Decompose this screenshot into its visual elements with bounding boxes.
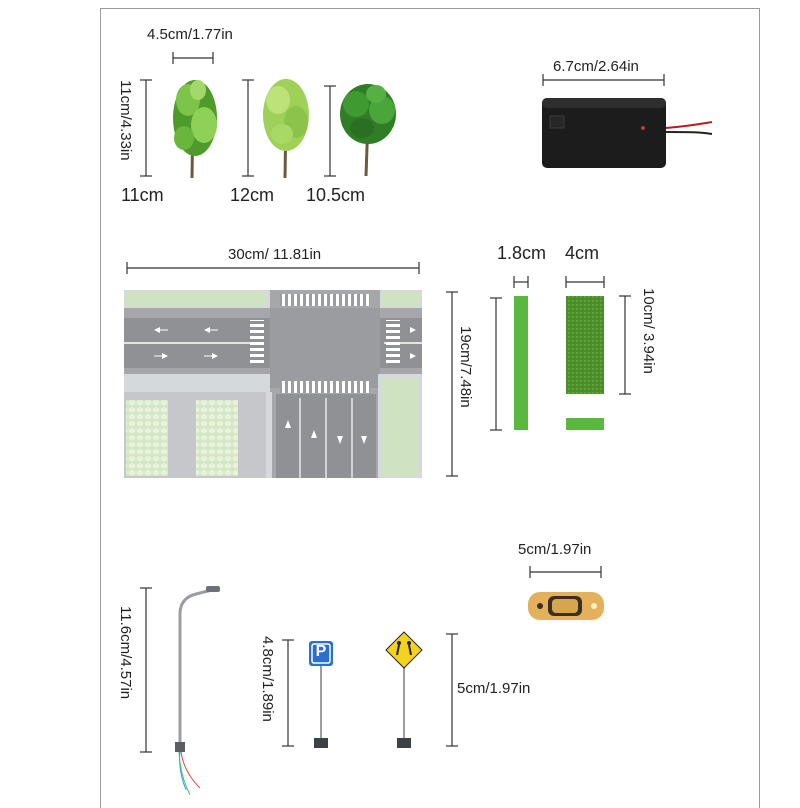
parking-sign-dimension	[282, 639, 294, 747]
street-lamp-height-label: 11.6cm/4.57in	[117, 606, 134, 700]
grass-left-dimension	[490, 297, 502, 431]
toy-car	[528, 592, 604, 620]
road-mat-height-label: 19cm/7.48in	[457, 326, 474, 408]
tree1-height-dimension	[140, 79, 152, 177]
tree-height-label: 11cm/4.33in	[117, 80, 134, 161]
car-width-dimension	[529, 566, 602, 578]
grass-narrow-label: 1.8cm	[497, 243, 547, 263]
grass-height-label: 10cm/ 3.94in	[640, 288, 657, 374]
grass-strip-narrow	[514, 296, 528, 430]
grass-height-dimension	[619, 295, 631, 395]
tree2-size-label: 12cm	[230, 185, 275, 205]
tree1-size-label: 11cm	[121, 185, 164, 205]
street-lamp-dimension	[140, 587, 152, 753]
grass-strip-wide	[566, 296, 604, 394]
grass-width-dimensions	[513, 276, 605, 288]
tree-width-label: 4.5cm/1.77in	[147, 26, 233, 43]
pedestrian-sign	[385, 631, 423, 748]
road-mat-width-label: 30cm/ 11.81in	[228, 246, 322, 263]
product-frame	[100, 8, 760, 808]
road-mat	[124, 290, 422, 478]
parking-sign-letter: P	[315, 643, 327, 660]
grass-wide-label: 4cm	[565, 243, 600, 263]
battery-box	[542, 98, 713, 168]
parking-sign	[309, 641, 333, 748]
pedestrian-sign-height-label: 5cm/1.97in	[457, 680, 531, 697]
battery-box-width-label: 6.7cm/2.64in	[553, 58, 639, 75]
grass-strip-small	[566, 418, 604, 430]
tree3-size-label: 10.5cm	[306, 185, 366, 205]
tree-width-dimension	[172, 52, 214, 64]
parking-sign-height-label: 4.8cm/1.89in	[259, 636, 276, 722]
road-mat-height-dimension	[446, 291, 458, 477]
tree2-height-dimension	[242, 79, 254, 177]
battery-box-width-dimension	[542, 74, 665, 86]
parking-lots	[126, 400, 238, 476]
road-mat-width-dimension	[126, 262, 420, 274]
tree-1	[173, 80, 217, 179]
car-width-label: 5cm/1.97in	[518, 541, 592, 558]
pedestrian-sign-dimension	[446, 633, 458, 747]
tree3-height-dimension	[324, 85, 336, 177]
tree-2	[263, 79, 309, 179]
street-lamp	[175, 586, 220, 796]
tree-3	[340, 84, 396, 177]
